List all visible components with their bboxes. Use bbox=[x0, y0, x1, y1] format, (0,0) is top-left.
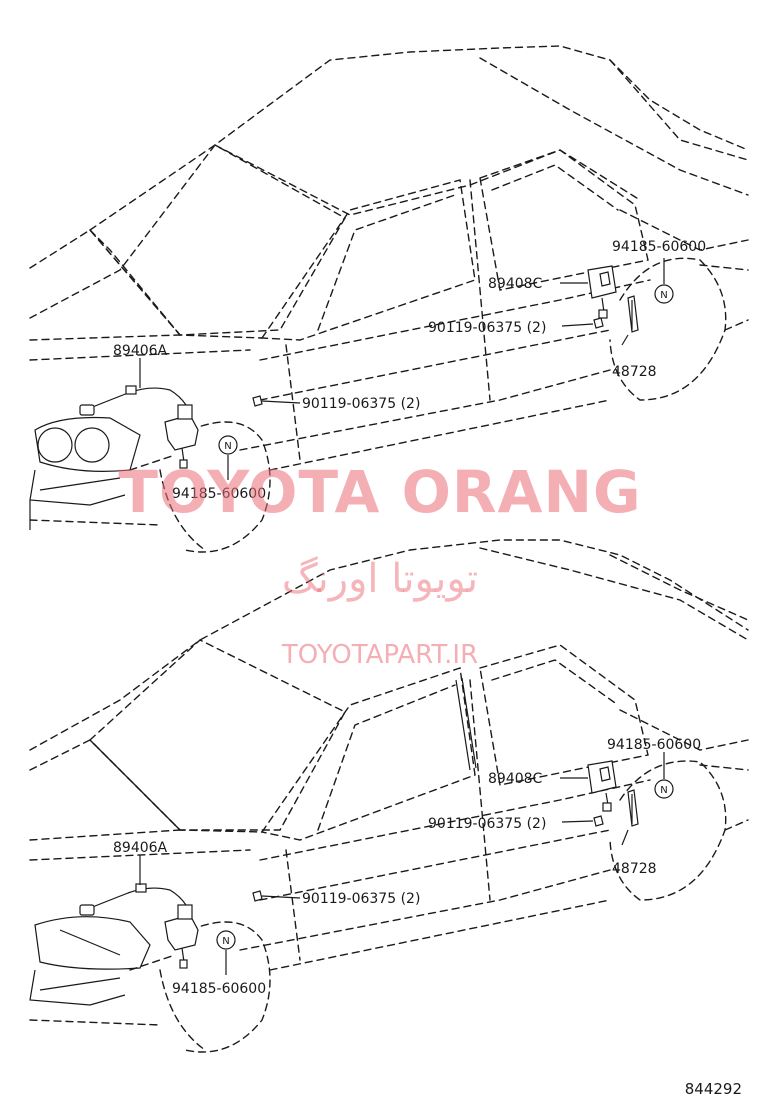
watermark-site: TOYOTAPART.IR bbox=[281, 640, 479, 670]
label-nut-front-lower: 94185-60600 bbox=[172, 981, 266, 997]
label-89406a: 89406A bbox=[113, 343, 168, 359]
front-height-sensor-lower bbox=[79, 883, 199, 969]
label-bolt-front: 90119-06375 (2) bbox=[302, 396, 420, 412]
lower-car-view: N N 89406A 90119-06375 (2) 94 bbox=[29, 539, 749, 1053]
rear-bolt-lower bbox=[561, 815, 604, 827]
label-bolt-rear: 90119-06375 (2) bbox=[428, 320, 546, 336]
label-89408c-lower: 89408C bbox=[488, 771, 543, 787]
watermark-persian: تویوتا اورنگ bbox=[281, 556, 479, 602]
label-89408c: 89408C bbox=[488, 276, 543, 292]
label-48728-lower: 48728 bbox=[612, 861, 657, 877]
watermark-brand: TOYOTA ORANG bbox=[118, 458, 642, 526]
label-bolt-rear-lower: 90119-06375 (2) bbox=[428, 816, 546, 832]
rear-link-lower bbox=[621, 789, 639, 846]
reference-number: 844292 bbox=[684, 1080, 742, 1098]
rear-nut-marker: N bbox=[654, 258, 674, 304]
rear-nut-marker-text: N bbox=[660, 290, 667, 301]
label-nut-front: 94185-60600 bbox=[172, 486, 266, 502]
rear-height-sensor-lower bbox=[560, 760, 617, 812]
front-bolt bbox=[252, 395, 301, 407]
front-nut-marker-text: N bbox=[224, 441, 231, 452]
upper-car-view: N N 89406A 90119-06375 (2) 94 bbox=[29, 45, 749, 553]
rear-nut-marker-lower: N bbox=[654, 752, 674, 799]
front-bolt-lower bbox=[252, 890, 301, 902]
front-nut-marker-lower: N bbox=[216, 930, 236, 975]
label-bolt-front-lower: 90119-06375 (2) bbox=[302, 891, 420, 907]
label-48728: 48728 bbox=[612, 364, 657, 380]
label-89406a-lower: 89406A bbox=[113, 840, 168, 856]
rear-height-sensor bbox=[560, 265, 617, 319]
rear-nut-marker-lower-text: N bbox=[660, 785, 667, 796]
label-nut-rear-lower: 94185-60600 bbox=[607, 737, 701, 753]
label-nut-rear: 94185-60600 bbox=[612, 239, 706, 255]
front-height-sensor bbox=[79, 385, 199, 469]
rear-link bbox=[621, 295, 639, 346]
front-nut-marker: N bbox=[218, 435, 238, 480]
rear-bolt bbox=[561, 317, 604, 329]
front-nut-marker-lower-text: N bbox=[222, 936, 229, 947]
